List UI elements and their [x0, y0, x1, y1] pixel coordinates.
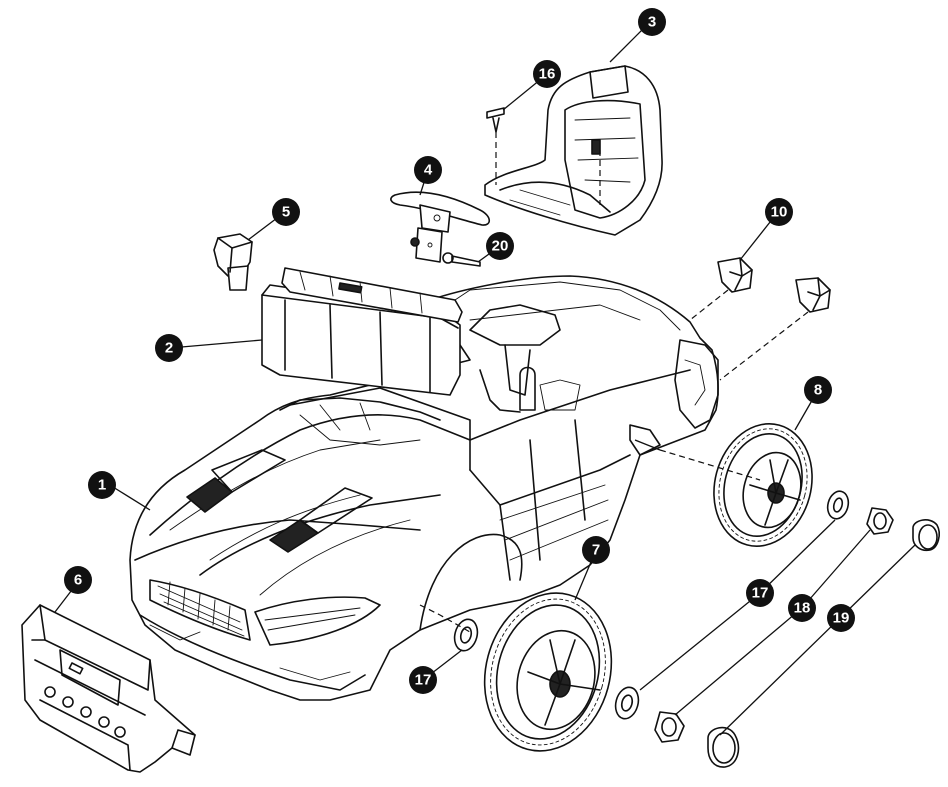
callout-1: 1 — [88, 471, 116, 499]
svg-text:17: 17 — [415, 672, 432, 689]
bracket-10-left — [717, 257, 753, 293]
gear-shift — [213, 233, 253, 291]
axle-guide-front — [419, 604, 471, 633]
car-body — [129, 275, 719, 701]
svg-text:8: 8 — [814, 382, 822, 399]
callout-2: 2 — [155, 334, 183, 362]
seat — [484, 65, 663, 236]
callout-4: 4 — [414, 156, 442, 184]
screw-16 — [486, 107, 505, 133]
washer-17-front — [453, 618, 479, 652]
svg-text:17: 17 — [752, 585, 769, 602]
washer-17-front-outer — [614, 686, 640, 720]
callout-17-front: 17 — [409, 666, 437, 694]
nut-18-rear — [866, 507, 894, 535]
bolt-20 — [410, 237, 481, 267]
callout-6: 6 — [64, 566, 92, 594]
bracket-guide-right — [719, 311, 809, 381]
wheel-8 — [713, 423, 813, 547]
svg-text:7: 7 — [592, 542, 600, 559]
svg-text:5: 5 — [282, 204, 290, 221]
windshield — [261, 267, 463, 396]
callout-19: 19 — [827, 604, 855, 632]
callout-3: 3 — [638, 8, 666, 36]
hubcap-19-rear — [912, 519, 940, 552]
callout-18: 18 — [788, 594, 816, 622]
svg-text:16: 16 — [539, 66, 556, 83]
svg-text:10: 10 — [771, 204, 788, 221]
svg-text:1: 1 — [98, 477, 106, 494]
svg-text:6: 6 — [74, 572, 82, 589]
rear-axle — [634, 439, 661, 451]
bracket-10-right — [795, 277, 831, 313]
axle-guide-rear — [659, 449, 761, 481]
callout-5: 5 — [272, 198, 300, 226]
callout-20: 20 — [486, 232, 514, 260]
washer-17-rear — [826, 490, 850, 520]
svg-text:20: 20 — [492, 238, 509, 255]
svg-text:4: 4 — [424, 162, 433, 179]
svg-text:18: 18 — [794, 600, 811, 617]
bumper-guard — [21, 604, 196, 773]
nut-18-front — [654, 711, 685, 743]
svg-text:2: 2 — [165, 340, 173, 357]
svg-text:19: 19 — [833, 610, 850, 627]
steering-wheel — [390, 191, 491, 263]
svg-text:3: 3 — [648, 14, 656, 31]
hubcap-19-front — [707, 726, 740, 768]
callout-10: 10 — [765, 198, 793, 226]
callout-17-rear: 17 — [746, 579, 774, 607]
callout-16: 16 — [533, 60, 561, 88]
wheel-7 — [483, 592, 613, 752]
bracket-guide-left — [689, 289, 729, 321]
callout-8: 8 — [804, 376, 832, 404]
callout-7: 7 — [582, 536, 610, 564]
